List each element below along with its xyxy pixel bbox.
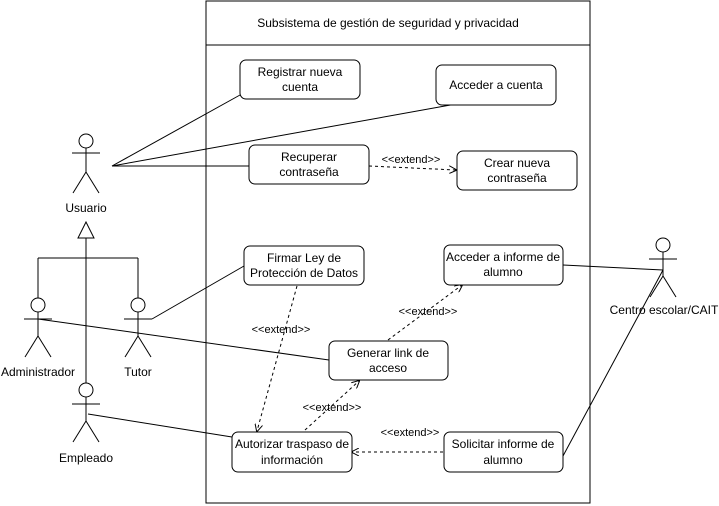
svg-text:Firmar Ley de: Firmar Ley de — [267, 251, 341, 265]
actor-usuario-figure — [78, 133, 94, 149]
svg-text:Acceder a cuenta: Acceder a cuenta — [449, 78, 543, 92]
svg-text:Registrar nueva: Registrar nueva — [258, 65, 343, 79]
extend-dependencies — [257, 165, 462, 452]
assoc-tutor-firmar — [151, 265, 245, 320]
extend-arrow-firmar-autorizar — [257, 285, 298, 431]
actor-centro-label: Centro escolar/CAIT — [610, 303, 719, 317]
usecase-generar[interactable]: Generar link de acceso — [328, 340, 449, 381]
actor-administrador-figure — [30, 297, 46, 313]
usecase-firmar[interactable]: Firmar Ley de Protección de Datos — [243, 245, 365, 286]
generalization-triangle — [77, 220, 95, 239]
extend-arrow-autorizar-generar — [304, 381, 359, 431]
usecase-acceder-cuenta[interactable]: Acceder a cuenta — [435, 64, 557, 106]
usecase-registrar[interactable]: Registrar nueva cuenta — [239, 59, 361, 100]
actor-centro[interactable]: Centro escolar/CAIT — [610, 237, 719, 317]
actor-tutor[interactable]: Tutor — [124, 297, 152, 379]
svg-text:acceso: acceso — [369, 361, 407, 375]
actor-administrador-label: Administrador — [1, 365, 75, 379]
usecase-solicitar[interactable]: Solicitar informe de alumno — [443, 431, 564, 473]
svg-text:Protección de Datos: Protección de Datos — [250, 266, 358, 280]
svg-text:Recuperar: Recuperar — [281, 150, 337, 164]
actor-empleado[interactable]: Empleado — [59, 382, 113, 465]
svg-text:Solicitar informe de: Solicitar informe de — [452, 437, 555, 451]
extend-arrow-recuperar-crear — [368, 165, 456, 170]
extend-label-recuperar: <<extend>> — [382, 154, 441, 166]
svg-text:contraseña: contraseña — [279, 165, 339, 179]
assoc-centro-solicitar — [562, 269, 664, 457]
assoc-empleado-autorizar — [87, 413, 233, 438]
extend-labels: <<extend>> <<extend>> <<extend>> <<exten… — [252, 154, 458, 439]
actor-administrador[interactable]: Administrador — [1, 297, 75, 379]
assoc-centro-acceder-informe — [562, 264, 664, 271]
actor-tutor-label: Tutor — [124, 365, 152, 379]
extend-label-solicitar: <<extend>> — [381, 427, 440, 439]
actor-empleado-label: Empleado — [59, 451, 113, 465]
svg-text:contraseña: contraseña — [487, 171, 547, 185]
usecase-recuperar[interactable]: Recuperar contraseña — [248, 144, 370, 185]
actor-tutor-figure — [130, 297, 146, 313]
generalization — [37, 220, 139, 390]
actor-empleado-figure — [78, 382, 94, 398]
svg-text:Generar link de: Generar link de — [347, 346, 429, 360]
system-title: Subsistema de gestión de seguridad y pri… — [257, 16, 519, 30]
svg-text:Crear nueva: Crear nueva — [484, 156, 550, 170]
extend-label-generar: <<extend>> — [399, 306, 458, 318]
svg-text:cuenta: cuenta — [282, 80, 318, 94]
svg-text:Acceder a informe de: Acceder a informe de — [446, 250, 560, 264]
extend-label-firmar: <<extend>> — [252, 324, 311, 336]
actor-usuario-label: Usuario — [65, 201, 107, 215]
svg-text:alumno: alumno — [483, 453, 523, 467]
usecase-crear[interactable]: Crear nueva contraseña — [456, 150, 578, 191]
usecase-acceder-informe[interactable]: Acceder a informe de alumno — [443, 244, 564, 286]
actor-centro-figure — [655, 237, 671, 253]
extend-label-autorizar: <<extend>> — [303, 402, 362, 414]
usecase-autorizar[interactable]: Autorizar traspaso de información — [231, 431, 353, 473]
assoc-usuario-registrar — [111, 94, 241, 167]
svg-text:alumno: alumno — [483, 265, 523, 279]
svg-text:información: información — [261, 453, 323, 467]
svg-text:Autorizar traspaso de: Autorizar traspaso de — [235, 437, 349, 451]
actor-usuario[interactable]: Usuario — [65, 133, 107, 215]
assoc-usuario-acceder-cuenta — [111, 103, 457, 167]
